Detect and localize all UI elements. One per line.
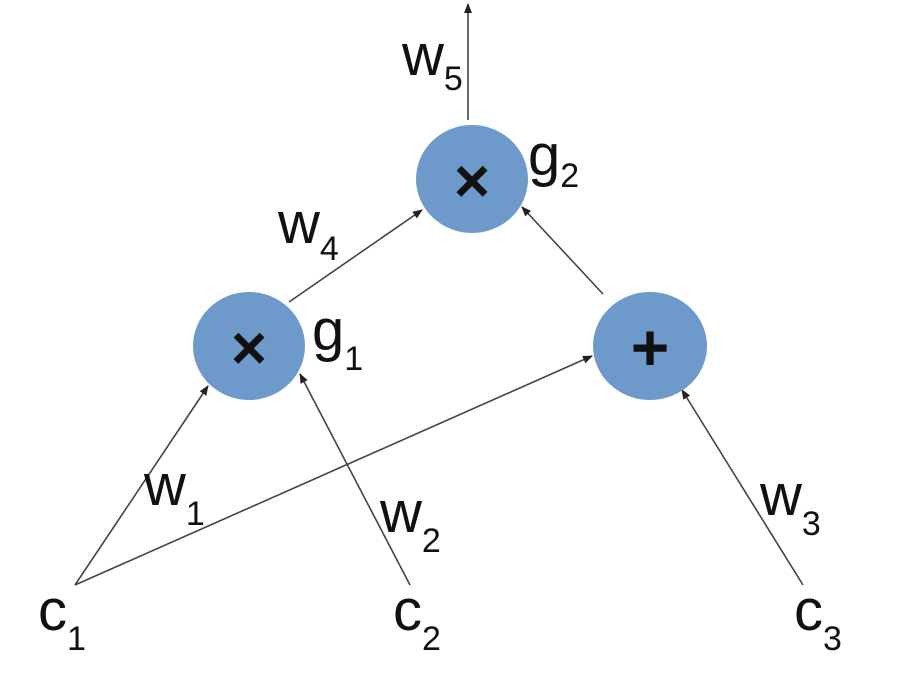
weight-label-w1: w1 <box>143 453 205 533</box>
input-label-c3: c3 <box>794 578 842 658</box>
node-label-g2: g2 <box>528 123 579 195</box>
edge-plus-g2 <box>521 206 604 295</box>
plus-operator-icon: + <box>631 310 670 384</box>
node-plus: + <box>593 292 707 400</box>
input-label-c1: c1 <box>38 578 86 658</box>
edge-g1-g2 <box>288 209 423 303</box>
weight-label-w4: w4 <box>277 191 339 268</box>
node-circle <box>593 292 707 400</box>
weight-label-w3: w3 <box>759 463 821 543</box>
weight-label-w2: w2 <box>379 480 441 560</box>
node-circle <box>416 125 528 233</box>
multiply-operator-icon: × <box>231 314 267 383</box>
node-g1: × <box>193 292 305 400</box>
weight-label-w5: w5 <box>401 23 463 98</box>
edge-c1-g1 <box>74 385 209 586</box>
node-circle <box>193 292 305 400</box>
edge-c1-plus <box>74 355 593 586</box>
edge-c3-plus <box>681 389 804 586</box>
node-label-g1: g1 <box>312 298 363 378</box>
edge-c2-g1 <box>299 373 411 586</box>
node-g2: × <box>416 125 528 233</box>
multiply-operator-icon: × <box>454 147 490 216</box>
input-label-c2: c2 <box>393 578 441 658</box>
